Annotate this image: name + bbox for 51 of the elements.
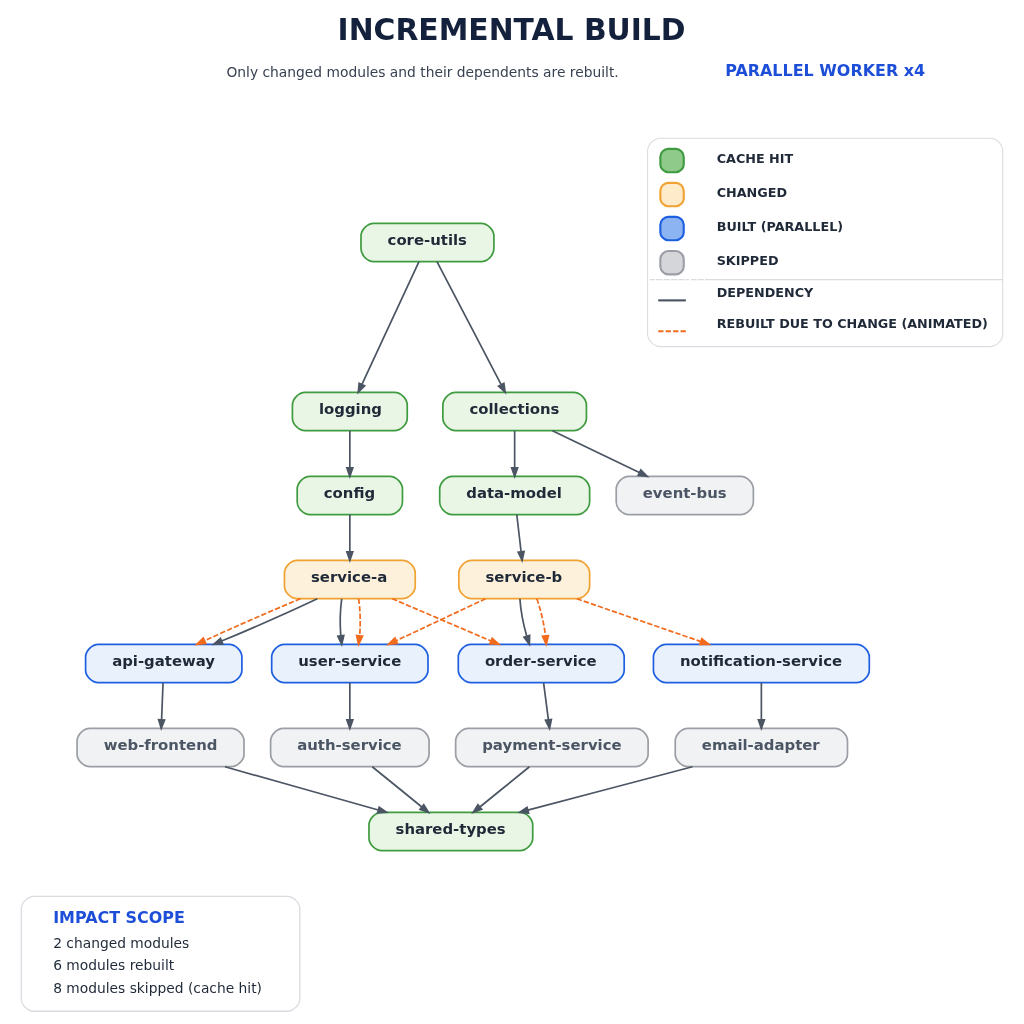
arrow [551, 429, 650, 478]
legend-label: CHANGED [716, 184, 788, 200]
arrow [535, 597, 550, 647]
node-box: service-b [457, 559, 591, 600]
legend-label: REBUILT DUE TO CHANGE (ANIMATED) [716, 316, 988, 332]
node-box: config [296, 475, 404, 516]
legend-label: BUILT (PARALLEL) [716, 218, 844, 234]
arrow [345, 513, 354, 563]
arrow [576, 597, 712, 646]
node-box: core-utils [360, 222, 495, 263]
arrow [757, 681, 766, 731]
arrow [224, 765, 390, 814]
arrow [345, 681, 354, 731]
node-box: notification-service [652, 643, 871, 684]
arrow [345, 429, 354, 479]
node-box: payment-service [454, 727, 649, 768]
node-box: user-service [270, 643, 429, 684]
node-box: service-a [283, 559, 417, 600]
arrow [542, 681, 553, 731]
arrow [436, 260, 507, 395]
node-box: IMPACT SCOPE 2 changed modules 6 modules rebuilt 8 modules skipped (cache hit) [20, 895, 301, 1012]
legend-label: SKIPPED [716, 252, 779, 268]
node-box: collections [442, 391, 588, 432]
node-box: event-bus [615, 475, 755, 516]
node-box: api-gateway [84, 643, 243, 684]
arrow [194, 597, 302, 646]
arrow [157, 681, 166, 731]
arrow [517, 765, 694, 814]
node-box: auth-service [269, 727, 430, 768]
legend-label: CACHE HIT [716, 150, 794, 166]
arrow [519, 597, 531, 647]
arrow [357, 260, 420, 395]
diagram-title: INCREMENTAL BUILD [337, 11, 686, 47]
node-box: shared-types [368, 811, 534, 852]
legend-label: DEPENDENCY [716, 285, 814, 301]
node-box: order-service [457, 643, 626, 684]
arrow [386, 597, 487, 646]
node-box: email-adapter [674, 727, 849, 768]
label: PARALLEL WORKER x4 [725, 61, 926, 81]
arrow [510, 429, 519, 479]
arrow [355, 597, 364, 647]
arrow [391, 597, 502, 646]
node-box: data-model [438, 475, 591, 516]
arrow [515, 513, 526, 563]
arrow [371, 765, 431, 814]
arrow [211, 597, 319, 646]
arrow [336, 597, 345, 647]
label: Only changed modules and their dependents are rebuilt. [226, 63, 619, 80]
node-box: logging [291, 391, 409, 432]
arrow [471, 765, 531, 814]
node-box: web-frontend [76, 727, 245, 768]
